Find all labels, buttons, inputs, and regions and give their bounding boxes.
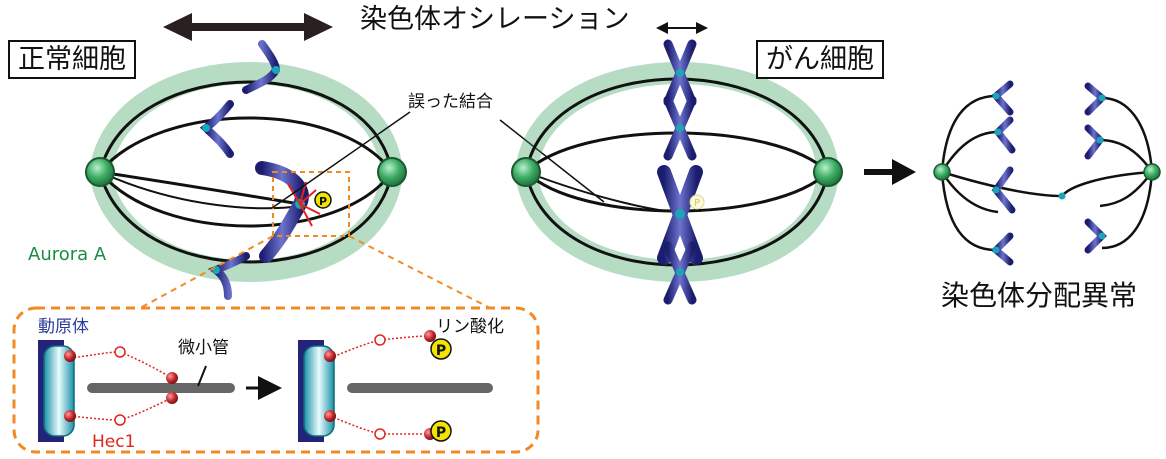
svg-text:P: P: [436, 343, 446, 359]
wrong-attachment-label: 誤った結合: [408, 92, 493, 112]
hec1-label: Hec1: [92, 432, 136, 452]
left-spindle-pole: [85, 157, 115, 187]
svg-text:P: P: [694, 198, 700, 209]
zoom-box: [272, 171, 350, 237]
missegregation-spindle: [940, 94, 1154, 252]
svg-text:P: P: [319, 195, 327, 208]
cancer-cell-label: がん細胞: [756, 40, 884, 79]
right-arrow-icon: [864, 159, 916, 185]
kinetochore-label: 動原体: [38, 317, 89, 337]
missegregation-right-pole: [1143, 163, 1161, 181]
missegregation-left-pole: [933, 163, 951, 181]
missegregation-kinetochores: [992, 92, 1106, 254]
chromosome-normal-top: [242, 40, 281, 94]
missegregation-label: 染色体分配異常: [941, 279, 1138, 312]
double-arrow-icon: [163, 13, 333, 41]
normal-cell-spindle: [89, 62, 403, 282]
chromosome-normal-middle: [199, 100, 234, 158]
oscillation-title: 染色体オシレーション: [360, 4, 630, 35]
phospho-marker-icon: P P: [430, 338, 452, 442]
cancer-chromosome-4: [663, 241, 697, 305]
cancer-right-pole: [813, 157, 843, 187]
wrong-attachment-pointers: [271, 111, 605, 209]
small-double-arrow-icon: [656, 22, 708, 34]
hec1-beads-left: [64, 346, 178, 426]
cancer-chromosome-1: [663, 39, 697, 107]
phospho-marker-icon: P: [314, 191, 332, 209]
phosphorylation-label: リン酸化: [436, 317, 504, 337]
cancer-chromosome-2: [663, 95, 697, 161]
cancer-left-pole: [511, 157, 541, 187]
missegregated-chromatids: [990, 80, 1108, 266]
zoom-connectors: [139, 235, 491, 309]
microtubule-label: 微小管: [178, 338, 229, 358]
chromosome-normal-wrong: [255, 161, 309, 263]
aurora-a-label: Aurora A: [28, 244, 107, 265]
right-spindle-pole: [377, 157, 407, 187]
svg-text:P: P: [436, 425, 446, 441]
kinetochore-right: [298, 340, 335, 442]
zoom-panel: [12, 306, 540, 454]
normal-cell-label: 正常細胞: [8, 40, 136, 79]
microtubule-pointer: [197, 365, 207, 387]
